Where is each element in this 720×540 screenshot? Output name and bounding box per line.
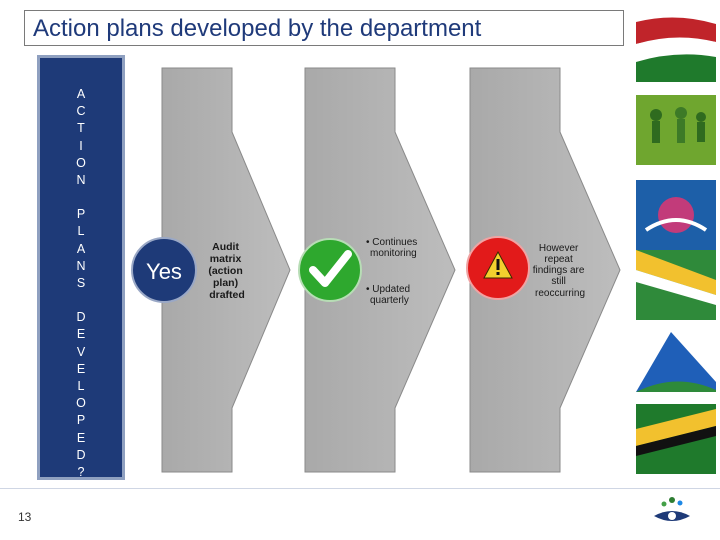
step3-text: However repeat findings are still reoccu… [533,243,587,299]
bullet-line: • Updated [366,284,410,295]
yes-label: Yes [146,259,182,284]
step3-line: still [551,276,565,287]
logo-icon [650,494,694,530]
check-circle [299,239,361,301]
step3-line: findings are [533,265,585,276]
step3-line: repeat [544,254,573,265]
page-number: 13 [18,510,31,524]
step1-line: Audit [212,241,239,253]
step1-line: matrix [210,253,242,265]
step1-description: Audit matrix (action plan) drafted [208,241,245,301]
bullet-line: quarterly [370,295,409,306]
bullet-line: monitoring [370,248,417,259]
step1-line: plan) [213,277,238,289]
step1-line: drafted [209,289,245,301]
step3-line: However [539,243,579,254]
footer-divider [0,488,720,489]
step3-line: reoccurring [535,288,585,299]
step1-line: (action [208,265,242,277]
bullet-line: • Continues [366,237,417,248]
